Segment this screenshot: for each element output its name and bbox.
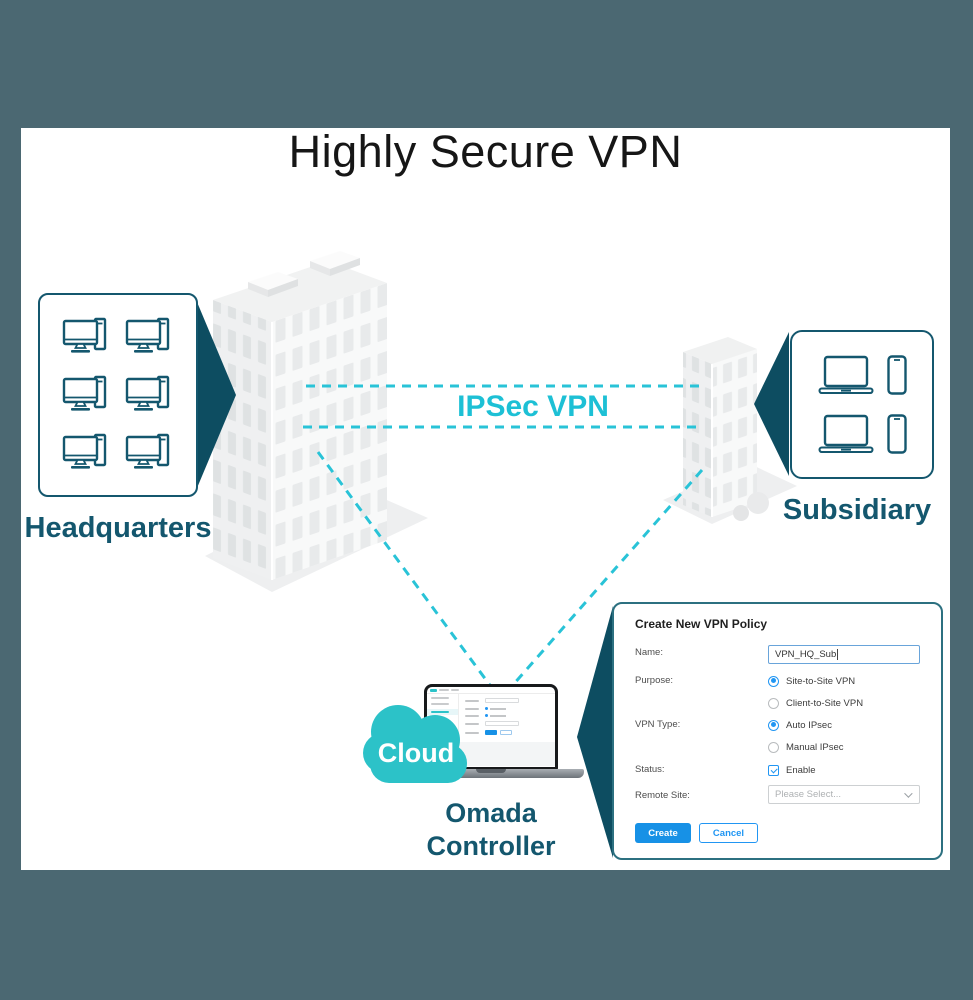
headquarters-label: Headquarters bbox=[24, 512, 212, 544]
hq-device-row bbox=[62, 317, 175, 357]
mini-app-logo bbox=[430, 688, 437, 692]
omada-controller-line2: Controller bbox=[426, 831, 556, 861]
laptop-icon bbox=[818, 414, 874, 454]
subsidiary-device-row bbox=[818, 355, 907, 395]
cloud-label: Cloud bbox=[377, 738, 455, 768]
mini-radio-label bbox=[490, 714, 506, 717]
omada-controller-label: Omada Controller bbox=[381, 797, 601, 863]
mini-sidebar-item bbox=[431, 703, 449, 705]
desktop-computer-icon bbox=[125, 375, 175, 415]
mini-radio-dot bbox=[485, 714, 488, 717]
radio-auto-ipsec[interactable]: Auto IPsec bbox=[768, 719, 832, 731]
mini-form-label bbox=[465, 722, 479, 725]
subsidiary-label: Subsidiary bbox=[782, 494, 932, 526]
create-vpn-policy-dialog: Create New VPN Policy Name: VPN_HQ_Sub P… bbox=[612, 602, 943, 860]
name-input[interactable]: VPN_HQ_Sub bbox=[768, 645, 920, 664]
mini-form-label bbox=[465, 714, 479, 717]
omada-controller-line1: Omada bbox=[445, 798, 537, 828]
status-label: Status: bbox=[635, 764, 665, 775]
mini-sidebar-item bbox=[431, 711, 449, 713]
mini-form-field bbox=[485, 721, 519, 726]
mini-sidebar-item bbox=[431, 697, 449, 699]
desktop-computer-icon bbox=[62, 375, 112, 415]
mini-form-label bbox=[465, 731, 479, 734]
radio-button-selected-icon[interactable] bbox=[768, 719, 779, 731]
phone-icon bbox=[887, 414, 907, 454]
radio-manual-ipsec[interactable]: Manual IPsec bbox=[768, 741, 844, 753]
enable-checkbox-row[interactable]: Enable bbox=[768, 764, 816, 776]
hq-device-row bbox=[62, 375, 175, 415]
mini-form-label bbox=[465, 699, 479, 702]
name-input-value: VPN_HQ_Sub bbox=[775, 649, 837, 660]
mini-form-field bbox=[485, 698, 519, 703]
mini-radio-label bbox=[490, 707, 506, 710]
radio-button-icon[interactable] bbox=[768, 697, 779, 709]
dialog-title: Create New VPN Policy bbox=[635, 617, 768, 631]
radio-label: Auto IPsec bbox=[786, 719, 832, 731]
mini-topbar-text bbox=[451, 689, 459, 691]
vpn-type-label: VPN Type: bbox=[635, 719, 681, 730]
select-placeholder: Please Select... bbox=[775, 789, 842, 800]
page-title: Highly Secure VPN bbox=[288, 126, 683, 177]
subsidiary-device-row bbox=[818, 414, 907, 454]
chevron-down-icon bbox=[904, 788, 913, 798]
cancel-button[interactable]: Cancel bbox=[699, 823, 758, 843]
mini-form-radio bbox=[485, 714, 519, 717]
mini-app-main bbox=[459, 694, 555, 766]
desktop-computer-icon bbox=[62, 433, 112, 473]
controller-laptop-base bbox=[398, 769, 584, 778]
radio-label: Site-to-Site VPN bbox=[786, 675, 856, 687]
name-label: Name: bbox=[635, 647, 663, 658]
laptop-icon bbox=[818, 355, 874, 395]
radio-button-icon[interactable] bbox=[768, 741, 779, 753]
mini-sidebar-item-active bbox=[427, 709, 458, 715]
headquarters-devices-box bbox=[38, 293, 198, 497]
desktop-computer-icon bbox=[125, 433, 175, 473]
mini-cancel-button bbox=[500, 730, 512, 735]
mini-app-topbar bbox=[427, 687, 555, 694]
subsidiary-devices-box bbox=[790, 330, 934, 479]
remote-site-select[interactable]: Please Select... bbox=[768, 785, 920, 804]
hq-device-row bbox=[62, 433, 175, 473]
create-button[interactable]: Create bbox=[635, 823, 691, 843]
cloud-icon bbox=[363, 705, 467, 783]
mini-form-buttons bbox=[485, 730, 519, 735]
ipsec-vpn-label: IPSec VPN bbox=[457, 390, 609, 423]
radio-label: Manual IPsec bbox=[786, 741, 844, 753]
radio-button-selected-icon[interactable] bbox=[768, 675, 779, 687]
cloud-shape: Cloud bbox=[358, 698, 480, 784]
desktop-computer-icon bbox=[125, 317, 175, 357]
mini-create-button bbox=[485, 730, 497, 735]
checkbox-checked-icon[interactable] bbox=[768, 764, 779, 776]
purpose-label: Purpose: bbox=[635, 675, 674, 686]
mini-app-background bbox=[459, 742, 555, 766]
checkbox-label: Enable bbox=[786, 764, 816, 776]
radio-label: Client-to-Site VPN bbox=[786, 697, 864, 709]
mini-form-label bbox=[465, 707, 479, 710]
mini-topbar-text bbox=[439, 689, 449, 691]
mini-vpn-form bbox=[465, 698, 519, 735]
radio-site-to-site-vpn[interactable]: Site-to-Site VPN bbox=[768, 675, 855, 687]
mini-form-radio bbox=[485, 707, 519, 710]
text-cursor bbox=[837, 649, 839, 660]
radio-client-to-site-vpn[interactable]: Client-to-Site VPN bbox=[768, 697, 863, 709]
mini-radio-dot bbox=[485, 707, 488, 710]
phone-icon bbox=[887, 355, 907, 395]
desktop-computer-icon bbox=[62, 317, 112, 357]
remote-site-label: Remote Site: bbox=[635, 790, 690, 801]
